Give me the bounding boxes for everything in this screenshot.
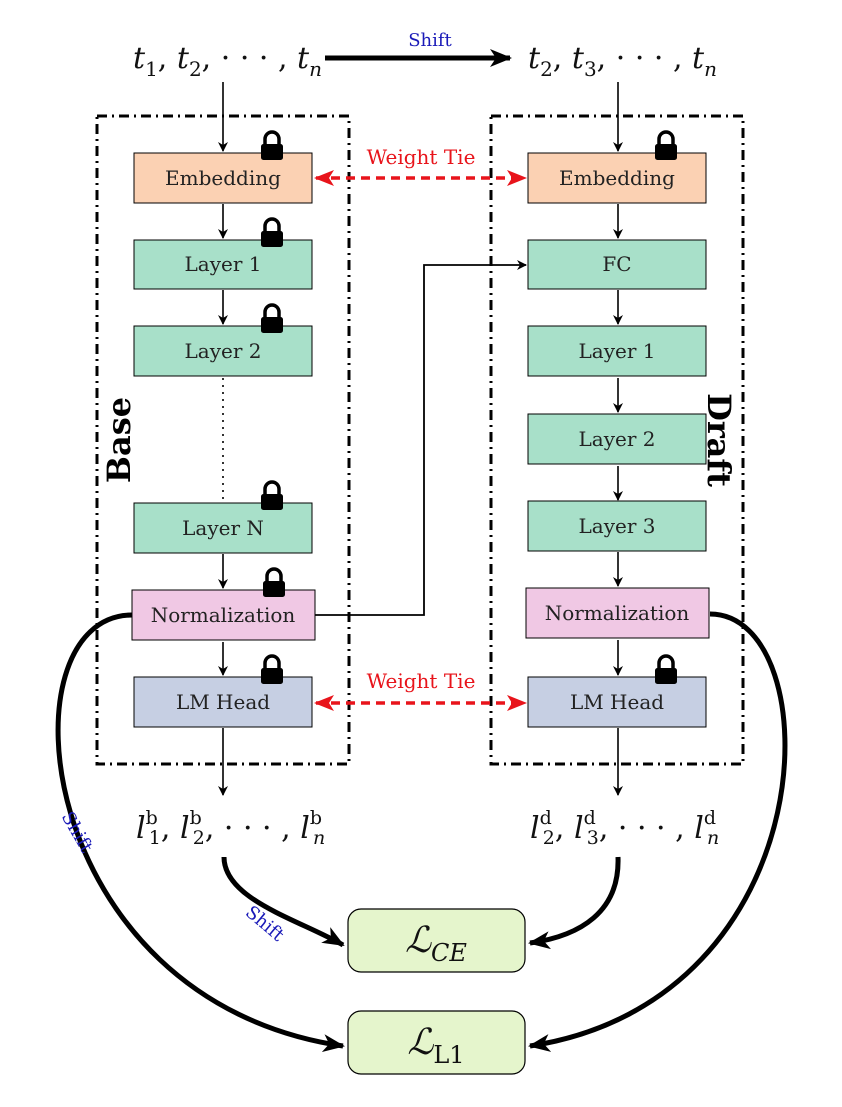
- draft-lm-head-node: LM Head: [527, 676, 707, 728]
- svg-text:LM Head: LM Head: [176, 690, 270, 714]
- loss-l1-node: ℒL1: [347, 1010, 526, 1075]
- lock-icon: [261, 217, 283, 247]
- lock-icon: [655, 130, 677, 160]
- shift-label-top: Shift: [408, 30, 452, 51]
- shifted-tokens: t2, t3, · · · , tn: [528, 41, 717, 81]
- base-normalization-node: Normalization: [131, 589, 316, 641]
- svg-text:Layer 1: Layer 1: [579, 339, 656, 363]
- shift-label-left: Shift: [57, 808, 97, 857]
- svg-text:LM Head: LM Head: [570, 690, 664, 714]
- svg-text:Layer 3: Layer 3: [579, 514, 656, 538]
- draft-layer3-node: Layer 3: [527, 500, 707, 552]
- svg-text:ℒCE: ℒCE: [405, 920, 467, 967]
- loss-ce-node: ℒCE: [347, 908, 526, 973]
- draft-normalization-node: Normalization: [525, 587, 710, 639]
- lock-icon: [263, 567, 285, 597]
- base-layerN-node: Layer N: [133, 502, 313, 554]
- draft-layer1-node: Layer 1: [527, 325, 707, 377]
- svg-text:Layer N: Layer N: [182, 516, 264, 540]
- lock-icon: [261, 303, 283, 333]
- weight-tie-head-label: Weight Tie: [367, 669, 476, 693]
- draft-frame: [489, 114, 745, 766]
- weight-tie-embedding-label: Weight Tie: [367, 145, 476, 169]
- base-logits-to-ce: [221, 856, 345, 948]
- svg-text:Normalization: Normalization: [545, 601, 690, 625]
- lock-icon: [655, 654, 677, 684]
- base-layer2-node: Layer 2: [133, 325, 313, 377]
- svg-text:Embedding: Embedding: [559, 166, 675, 190]
- draft-layer2-node: Layer 2: [527, 413, 707, 465]
- lock-icon: [261, 654, 283, 684]
- draft-fc-node: FC: [527, 239, 707, 290]
- draft-embedding-node: Embedding: [527, 152, 707, 204]
- svg-text:FC: FC: [602, 252, 631, 276]
- lock-icon: [261, 480, 283, 510]
- base-title: Base: [100, 397, 138, 483]
- draft-logits-to-ce: [528, 856, 621, 950]
- base-lm-head-node: LM Head: [133, 676, 313, 728]
- svg-text:Embedding: Embedding: [165, 166, 281, 190]
- draft-norm-to-l1: [528, 611, 788, 1052]
- base-norm-to-l1: [55, 612, 345, 1052]
- base-embedding-node: Embedding: [133, 152, 313, 204]
- svg-text:Layer 1: Layer 1: [185, 252, 262, 276]
- lock-icon: [261, 130, 283, 160]
- svg-text:Normalization: Normalization: [151, 603, 296, 627]
- norm-to-fc-connector: [315, 260, 527, 616]
- svg-text:Layer 2: Layer 2: [185, 339, 262, 363]
- base-layer1-node: Layer 1: [133, 239, 313, 290]
- svg-text:ℒL1: ℒL1: [407, 1022, 464, 1069]
- input-tokens: t1, t2, · · · , tn: [133, 41, 322, 81]
- svg-text:Layer 2: Layer 2: [579, 427, 656, 451]
